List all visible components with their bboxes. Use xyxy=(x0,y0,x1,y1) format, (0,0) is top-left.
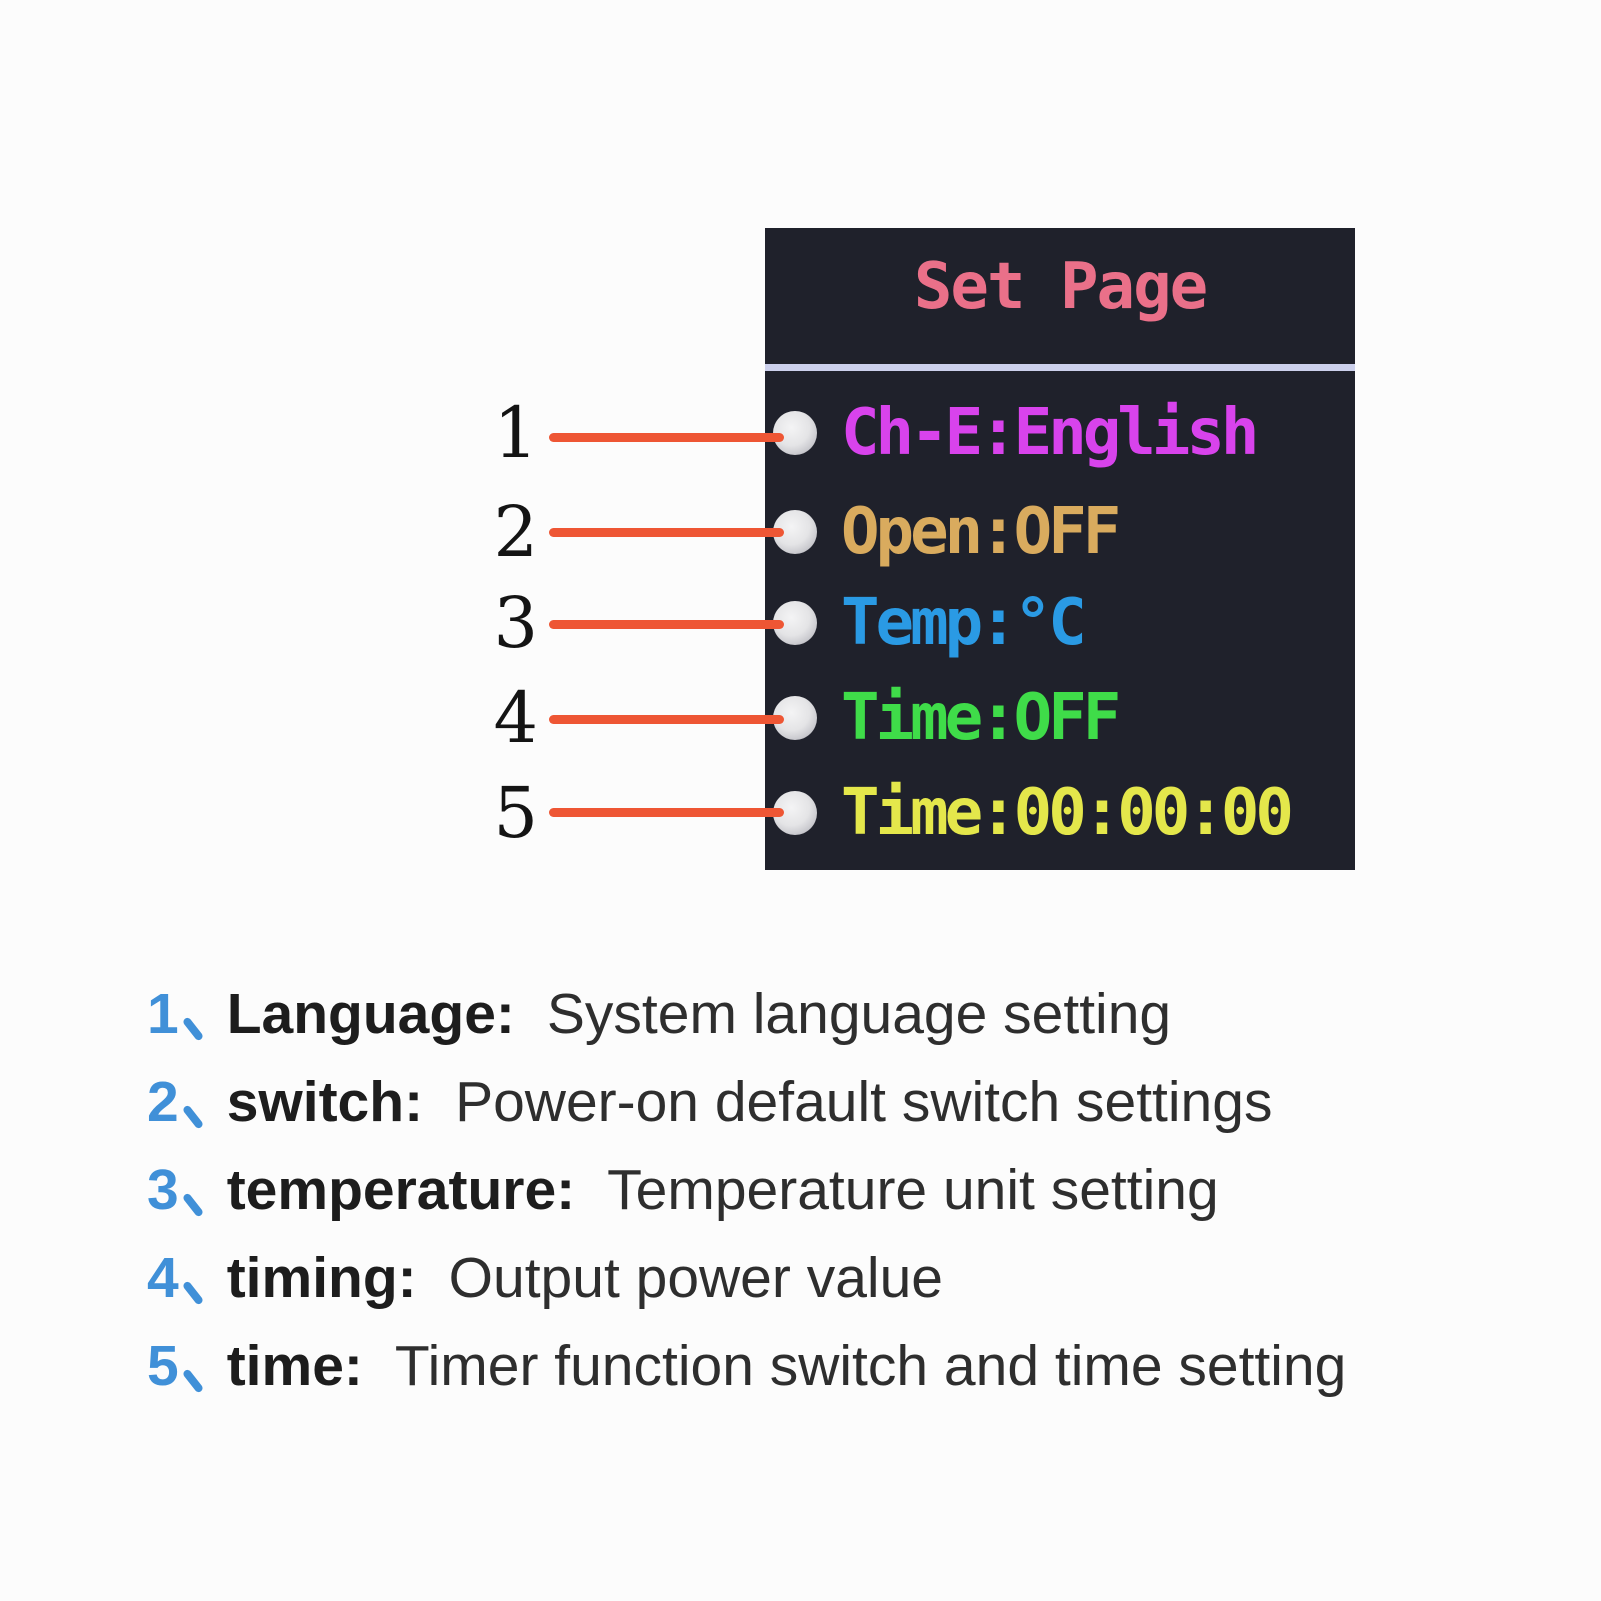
callout-leader-line-5 xyxy=(549,808,784,817)
legend-number: 4 xyxy=(147,1246,179,1310)
legend-term: Language: xyxy=(226,982,515,1046)
menu-item-timing[interactable]: Time:OFF xyxy=(765,681,1355,755)
menu-item-label: Ch-E:English xyxy=(841,396,1259,470)
screen-title: Set Page xyxy=(913,250,1208,324)
callout-number-2: 2 xyxy=(493,491,538,573)
legend-description: Temperature unit setting xyxy=(607,1158,1219,1222)
legend-term: time: xyxy=(226,1334,363,1398)
menu-item-label: Time:OFF xyxy=(841,681,1121,755)
screen-divider xyxy=(765,364,1355,371)
menu-item-temperature[interactable]: Temp:°C xyxy=(765,586,1355,660)
legend-item-temperature: 3 temperature: Temperature unit setting xyxy=(147,1146,1219,1234)
legend-description: Timer function switch and time setting xyxy=(394,1334,1347,1398)
menu-item-time[interactable]: Time:00:00:00 xyxy=(765,776,1355,850)
callout-leader-line-1 xyxy=(549,433,784,442)
callout-number-5: 5 xyxy=(493,772,538,854)
legend-description: Output power value xyxy=(448,1246,943,1310)
legend-term: temperature: xyxy=(226,1158,576,1222)
legend-number: 3 xyxy=(147,1158,179,1222)
callout-number-3: 3 xyxy=(493,582,538,664)
menu-item-switch[interactable]: Open:OFF xyxy=(765,495,1355,569)
callout-leader-line-3 xyxy=(549,620,784,629)
menu-item-label: Open:OFF xyxy=(841,495,1121,569)
device-screen: Set Page Ch-E:English Open:OFF Temp:°C T… xyxy=(765,228,1355,870)
legend-number: 5 xyxy=(147,1334,179,1398)
legend-term: timing: xyxy=(226,1246,417,1310)
legend-number: 1 xyxy=(147,982,179,1046)
callout-leader-line-2 xyxy=(549,528,784,537)
callout-number-1: 1 xyxy=(493,392,538,474)
legend-term: switch: xyxy=(226,1070,424,1134)
enumeration-comma-icon xyxy=(181,1368,204,1394)
enumeration-comma-icon xyxy=(181,1104,204,1130)
legend-description: System language setting xyxy=(546,982,1172,1046)
enumeration-comma-icon xyxy=(181,1016,204,1042)
enumeration-comma-icon xyxy=(181,1192,204,1218)
legend-item-timing: 4 timing: Output power value xyxy=(147,1234,943,1322)
callout-leader-line-4 xyxy=(549,715,784,724)
enumeration-comma-icon xyxy=(181,1280,204,1306)
legend-number: 2 xyxy=(147,1070,179,1134)
callout-number-4: 4 xyxy=(493,677,538,759)
legend-description: Power-on default switch settings xyxy=(455,1070,1273,1134)
menu-item-label: Time:00:00:00 xyxy=(841,776,1294,850)
legend-item-switch: 2 switch: Power-on default switch settin… xyxy=(147,1058,1272,1146)
menu-item-label: Temp:°C xyxy=(841,586,1087,660)
legend-item-time: 5 time: Timer function switch and time s… xyxy=(147,1322,1346,1410)
legend-item-language: 1 Language: System language setting xyxy=(147,970,1171,1058)
menu-item-language[interactable]: Ch-E:English xyxy=(765,396,1355,470)
